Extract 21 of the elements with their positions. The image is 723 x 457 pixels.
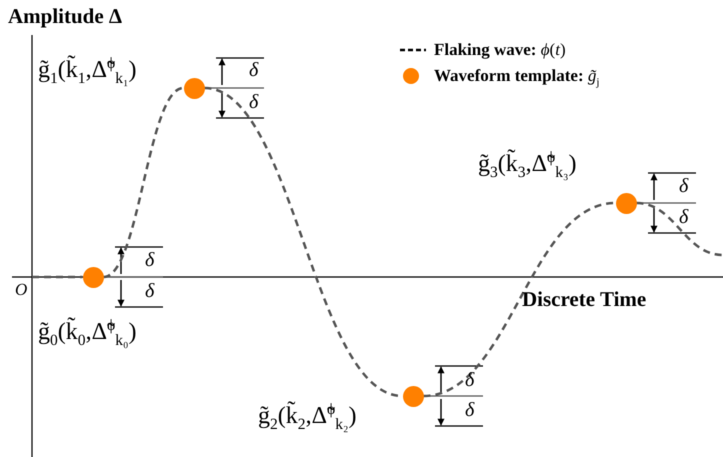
dashed-wave-segment bbox=[636, 202, 723, 256]
data-point bbox=[82, 266, 104, 288]
dashed-wave-segment bbox=[32, 276, 82, 278]
delta-symbol: δ bbox=[249, 60, 258, 80]
dashed-wave-segment bbox=[423, 202, 616, 398]
data-point bbox=[402, 386, 424, 406]
axis-title: Discrete Time bbox=[522, 289, 646, 310]
delta-symbol: δ bbox=[679, 176, 688, 196]
delta-symbol: δ bbox=[249, 92, 258, 112]
data-point bbox=[184, 78, 204, 98]
dashed-wave-segment bbox=[103, 86, 184, 278]
origin-label: O bbox=[15, 281, 28, 298]
delta-symbol: δ bbox=[679, 207, 688, 227]
delta-symbol: δ bbox=[465, 400, 474, 420]
delta-symbol: δ bbox=[145, 281, 154, 301]
legend-label: Flaking wave: ϕ(t) bbox=[434, 41, 566, 58]
delta-symbol: δ bbox=[465, 370, 474, 390]
legend-label: Waveform template: g̃$_{j}$ bbox=[434, 67, 600, 88]
axis-title: Amplitude Δ bbox=[8, 6, 122, 27]
data-point bbox=[616, 192, 636, 214]
delta-symbol: δ bbox=[145, 250, 154, 270]
